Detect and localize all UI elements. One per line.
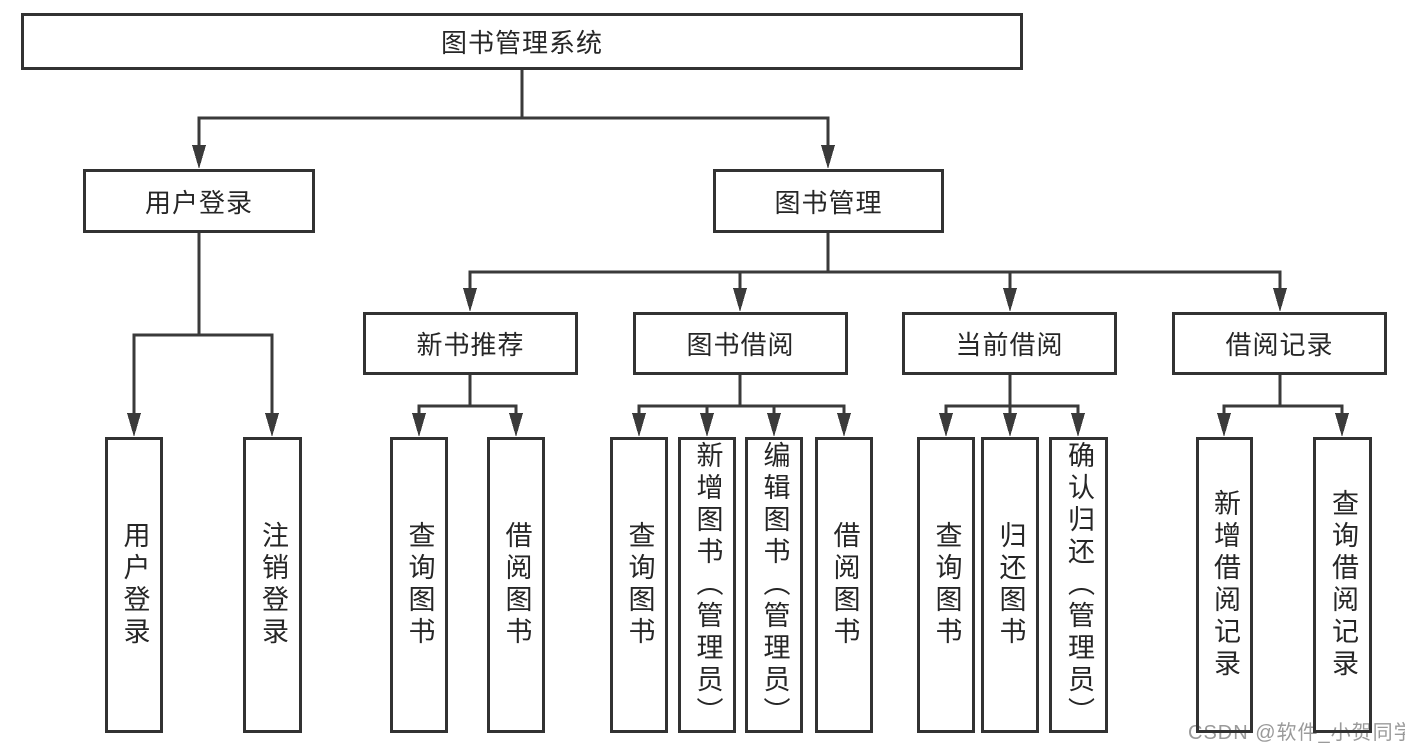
node-user-login: 用户登录 xyxy=(83,169,315,233)
csdn-watermark: CSDN @软件_小贺同学 xyxy=(1188,722,1405,744)
leaf-record-add-record: 新增借阅记录 xyxy=(1196,437,1253,733)
arrowhead xyxy=(1335,413,1349,437)
leaf-borrow-query-book: 查询图书 xyxy=(610,437,668,733)
node-borrow-record-label: 借阅记录 xyxy=(1225,330,1334,360)
arrowhead xyxy=(733,288,747,312)
leaf-recommend-borrow-book-label: 借阅图书 xyxy=(501,521,532,649)
arrowhead xyxy=(1273,288,1287,312)
leaf-borrow-query-book-label: 查询图书 xyxy=(624,521,655,649)
leaf-logout-login: 注销登录 xyxy=(243,437,302,733)
connector-root-to-level2 xyxy=(192,67,835,169)
connector-user-login-to-leaves xyxy=(127,231,279,437)
leaf-current-return-book-label: 归还图书 xyxy=(995,521,1026,649)
leaf-current-confirm-return-admin-label: 确认归还（管理员） xyxy=(1064,441,1094,729)
leaf-record-query-record: 查询借阅记录 xyxy=(1313,437,1372,733)
leaf-borrow-add-book-admin-label: 新增图书（管理员） xyxy=(692,441,723,729)
leaf-user-login: 用户登录 xyxy=(105,437,163,733)
connector-current-borrow-to-leaves xyxy=(939,373,1085,437)
leaf-borrow-edit-book-admin: 编辑图书（管理员） xyxy=(745,437,803,733)
node-user-login-label: 用户登录 xyxy=(144,187,253,218)
arrowhead xyxy=(700,413,714,437)
arrowhead xyxy=(265,413,279,437)
node-current-borrow: 当前借阅 xyxy=(902,312,1117,375)
leaf-recommend-borrow-book: 借阅图书 xyxy=(487,437,545,733)
arrowhead xyxy=(821,145,835,169)
arrowhead xyxy=(767,413,781,437)
node-book-management: 图书管理 xyxy=(713,169,944,233)
node-root-system: 图书管理系统 xyxy=(21,13,1023,70)
node-borrow-record: 借阅记录 xyxy=(1172,312,1387,375)
leaf-logout-login-label: 注销登录 xyxy=(258,521,288,649)
connector-book-management-to-level3 xyxy=(463,231,1287,312)
connector-new-book-recommend-to-leaves xyxy=(412,373,523,437)
node-book-borrow: 图书借阅 xyxy=(633,312,848,375)
leaf-borrow-add-book-admin: 新增图书（管理员） xyxy=(678,437,736,733)
arrowhead xyxy=(1071,413,1085,437)
arrowhead xyxy=(1003,413,1017,437)
node-new-book-recommend: 新书推荐 xyxy=(363,312,578,375)
leaf-borrow-borrow-book-label: 借阅图书 xyxy=(829,521,860,649)
leaf-current-query-book-label: 查询图书 xyxy=(931,521,962,649)
leaf-current-query-book: 查询图书 xyxy=(917,437,975,733)
arrowhead xyxy=(192,145,206,169)
arrowhead xyxy=(463,288,477,312)
arrowhead xyxy=(632,413,646,437)
leaf-record-query-record-label: 查询借阅记录 xyxy=(1328,489,1358,681)
node-root-system-label: 图书管理系统 xyxy=(440,28,603,58)
node-new-book-recommend-label: 新书推荐 xyxy=(416,330,525,360)
leaf-recommend-query-book-label: 查询图书 xyxy=(404,521,435,649)
leaf-borrow-borrow-book: 借阅图书 xyxy=(815,437,873,733)
node-current-borrow-label: 当前借阅 xyxy=(955,330,1064,360)
arrowhead xyxy=(509,413,523,437)
node-book-management-label: 图书管理 xyxy=(774,187,883,218)
connector-book-borrow-to-leaves xyxy=(632,373,851,437)
leaf-record-add-record-label: 新增借阅记录 xyxy=(1210,489,1240,681)
arrowhead xyxy=(412,413,426,437)
leaf-recommend-query-book: 查询图书 xyxy=(390,437,448,733)
leaf-user-login-label: 用户登录 xyxy=(119,521,150,649)
leaf-borrow-edit-book-admin-label: 编辑图书（管理员） xyxy=(759,441,790,729)
node-book-borrow-label: 图书借阅 xyxy=(686,330,795,360)
arrowhead xyxy=(127,413,141,437)
leaf-current-confirm-return-admin: 确认归还（管理员） xyxy=(1049,437,1108,733)
connector-borrow-record-to-leaves xyxy=(1217,373,1349,437)
arrowhead xyxy=(837,413,851,437)
arrowhead xyxy=(1217,413,1231,437)
arrowhead xyxy=(1003,288,1017,312)
arrowhead xyxy=(939,413,953,437)
leaf-current-return-book: 归还图书 xyxy=(981,437,1039,733)
